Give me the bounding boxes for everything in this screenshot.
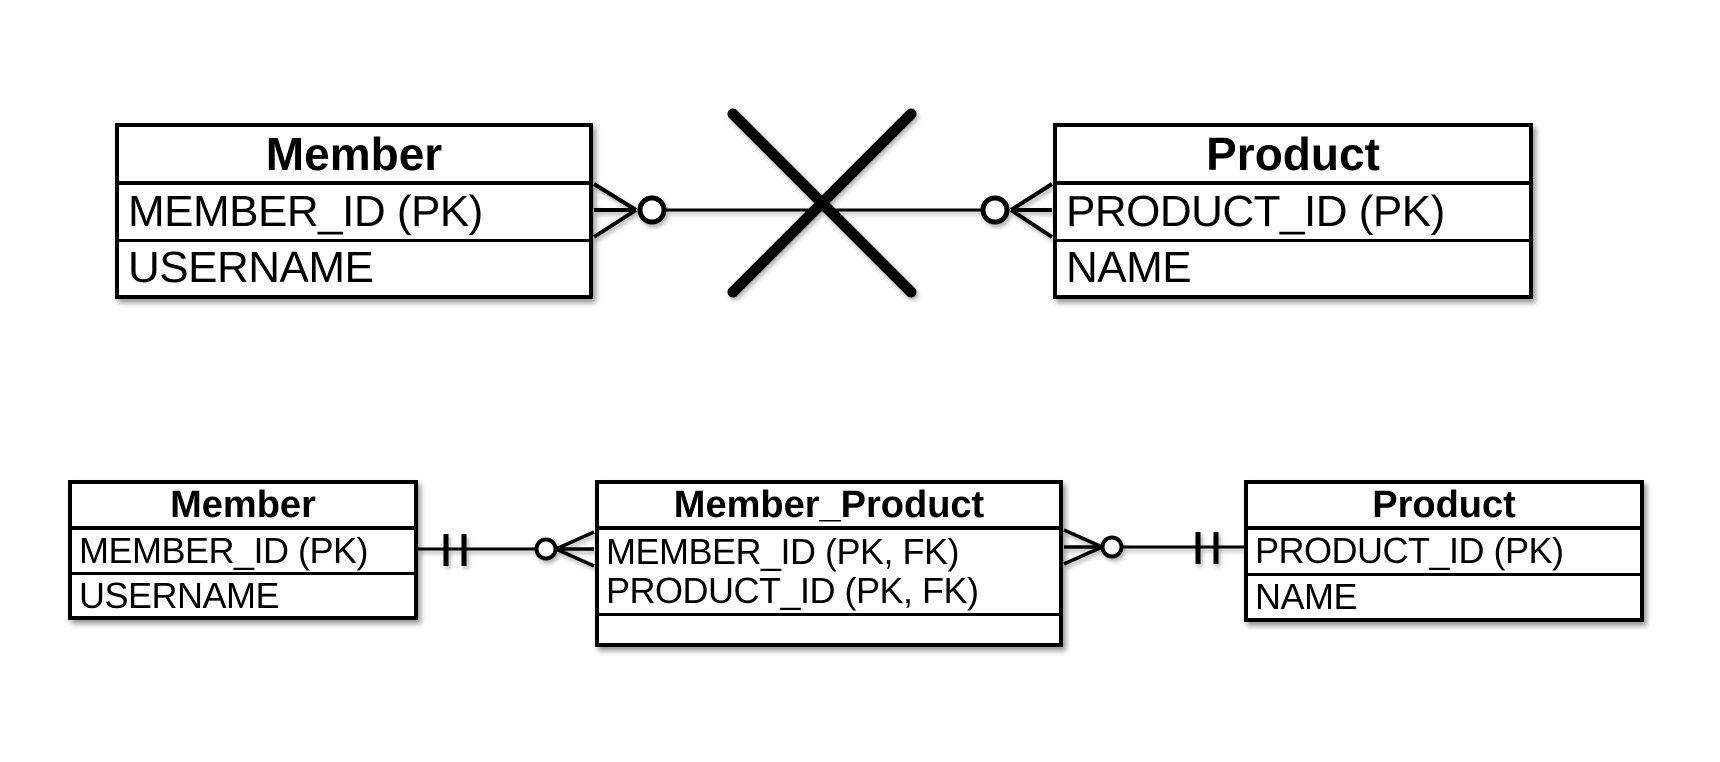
entity-member-top: Member MEMBER_ID (PK) USERNAME (115, 123, 593, 299)
entity-attribute: PRODUCT_ID (PK) (1057, 185, 1529, 242)
crow-foot-many-icon (592, 182, 638, 239)
crow-foot-many-icon (1063, 528, 1103, 566)
entity-product-bottom: Product PRODUCT_ID (PK) NAME (1244, 480, 1644, 622)
crow-foot-many-icon (555, 530, 595, 568)
entity-attribute: MEMBER_ID (PK, FK) (606, 531, 960, 572)
entity-attribute: NAME (1255, 575, 1358, 617)
one-and-only-one-ticks-icon (1195, 532, 1219, 564)
entity-title: Member (72, 484, 414, 530)
entity-attribute: PRODUCT_ID (PK) (1248, 530, 1640, 576)
entity-member-product-junction: Member_Product MEMBER_ID (PK, FK) PRODUC… (595, 480, 1063, 647)
zero-circle-icon (534, 537, 558, 561)
entity-empty-row (599, 616, 1059, 643)
zero-circle-icon (980, 195, 1010, 225)
entity-attribute: MEMBER_ID (PK) (119, 185, 589, 242)
cross-out-icon (727, 108, 917, 298)
top-relationship (592, 108, 1054, 298)
entity-member-bottom: Member MEMBER_ID (PK) USERNAME (68, 480, 418, 620)
entity-title: Product (1248, 484, 1640, 530)
entity-attribute: USERNAME (128, 243, 374, 293)
entity-attribute: MEMBER_ID (PK) (72, 530, 414, 575)
zero-circle-icon (1100, 535, 1124, 559)
entity-title: Member_Product (599, 484, 1059, 530)
entity-attribute: NAME (1066, 243, 1192, 293)
entity-attribute: USERNAME (79, 575, 280, 616)
one-and-only-one-ticks-icon (443, 534, 467, 566)
entity-attribute-group: MEMBER_ID (PK, FK) PRODUCT_ID (PK, FK) (599, 530, 1059, 616)
entity-product-top: Product PRODUCT_ID (PK) NAME (1053, 123, 1533, 299)
entity-title: Member (119, 127, 589, 185)
zero-circle-icon (637, 195, 667, 225)
entity-title: Product (1057, 127, 1529, 185)
crow-foot-many-icon (1009, 182, 1054, 239)
bottom-right-relationship (1063, 528, 1244, 566)
entity-attribute: PRODUCT_ID (PK, FK) (606, 570, 979, 611)
bottom-left-relationship (418, 530, 595, 568)
